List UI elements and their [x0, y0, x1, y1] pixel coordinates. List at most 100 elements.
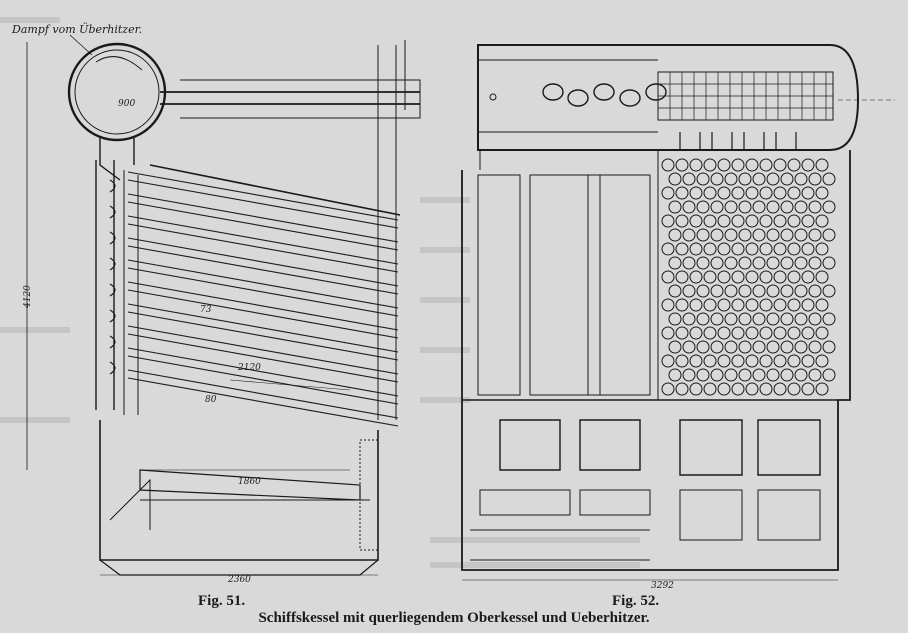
tube-end — [773, 270, 787, 284]
tube-end — [815, 186, 829, 200]
tube-end — [668, 172, 682, 186]
tube-end — [668, 256, 682, 270]
tube-end — [710, 256, 724, 270]
tube-end — [766, 172, 780, 186]
tube-end — [731, 298, 745, 312]
tube-end — [689, 242, 703, 256]
tube-end — [717, 326, 731, 340]
tube-end — [773, 298, 787, 312]
tube-end — [689, 270, 703, 284]
tube-end — [752, 172, 766, 186]
tube-end — [787, 158, 801, 172]
tube-end — [794, 228, 808, 242]
tube-end — [689, 158, 703, 172]
tube-end — [731, 382, 745, 396]
tube-end — [808, 312, 822, 326]
tube-end — [682, 228, 696, 242]
tube-end — [801, 298, 815, 312]
tube-end — [801, 382, 815, 396]
tube-end — [787, 326, 801, 340]
tube-end — [675, 298, 689, 312]
tube-end — [808, 368, 822, 382]
tube-end — [682, 368, 696, 382]
tube-end — [780, 340, 794, 354]
dim-pitch: 80 — [205, 395, 217, 405]
tube-end — [717, 270, 731, 284]
tube-end — [703, 382, 717, 396]
tube-end — [745, 326, 759, 340]
tube-end — [759, 326, 773, 340]
tube-end — [738, 312, 752, 326]
tube-end — [759, 158, 773, 172]
tube-end — [801, 186, 815, 200]
tube-end — [780, 284, 794, 298]
tube-end — [794, 172, 808, 186]
tube-end — [717, 158, 731, 172]
tube-end — [738, 284, 752, 298]
tube-end — [787, 242, 801, 256]
tube-end — [731, 214, 745, 228]
tube-end — [815, 214, 829, 228]
tube-end — [745, 242, 759, 256]
tube-end — [773, 214, 787, 228]
tube-end — [773, 186, 787, 200]
tube-end — [766, 200, 780, 214]
tube-end — [724, 172, 738, 186]
tube-end — [745, 298, 759, 312]
tube-end — [787, 214, 801, 228]
tube-end — [822, 172, 836, 186]
dim-grate-length: 1860 — [238, 477, 261, 487]
tube-end — [710, 228, 724, 242]
tube-end — [696, 228, 710, 242]
tube-end — [724, 368, 738, 382]
tube-end — [759, 270, 773, 284]
tube-end — [710, 200, 724, 214]
tube-end — [731, 270, 745, 284]
tube-end — [745, 186, 759, 200]
tube-end — [745, 354, 759, 368]
tube-end — [696, 172, 710, 186]
tube-end — [661, 298, 675, 312]
dim-width: 3292 — [651, 581, 674, 591]
tube-end — [766, 368, 780, 382]
fig51-drawing — [26, 34, 421, 576]
tube-end — [717, 214, 731, 228]
tube-end — [787, 298, 801, 312]
tube-end — [724, 312, 738, 326]
tube-end — [675, 326, 689, 340]
technical-drawing: Dampf vom Überhitzer. 4120 2120 1860 236… — [0, 17, 895, 591]
tube-end — [801, 354, 815, 368]
tube-end — [815, 158, 829, 172]
tube-end — [822, 228, 836, 242]
boiler-tubes — [127, 171, 399, 427]
tube-end — [759, 242, 773, 256]
tube-end — [703, 326, 717, 340]
tube-end — [689, 354, 703, 368]
tube-end — [808, 256, 822, 270]
tube-end — [675, 382, 689, 396]
tube-end — [675, 270, 689, 284]
tube-end — [668, 368, 682, 382]
tube-end — [752, 200, 766, 214]
dim-tube-length: 2120 — [237, 363, 261, 373]
tube-end — [752, 340, 766, 354]
tube-end — [801, 326, 815, 340]
tube-ends-grid — [661, 158, 836, 396]
tube-end — [703, 298, 717, 312]
tube-end — [661, 214, 675, 228]
tube-end — [773, 382, 787, 396]
tube-end — [689, 326, 703, 340]
tube-end — [780, 200, 794, 214]
tube-end — [787, 382, 801, 396]
tube-end — [815, 270, 829, 284]
tube-end — [794, 256, 808, 270]
tube-end — [675, 186, 689, 200]
tube-end — [696, 200, 710, 214]
tube-end — [724, 340, 738, 354]
top-drum — [477, 44, 860, 151]
tube-end — [668, 312, 682, 326]
tube-end — [794, 284, 808, 298]
tube-end — [703, 354, 717, 368]
tube-end — [773, 158, 787, 172]
tube-end — [766, 256, 780, 270]
